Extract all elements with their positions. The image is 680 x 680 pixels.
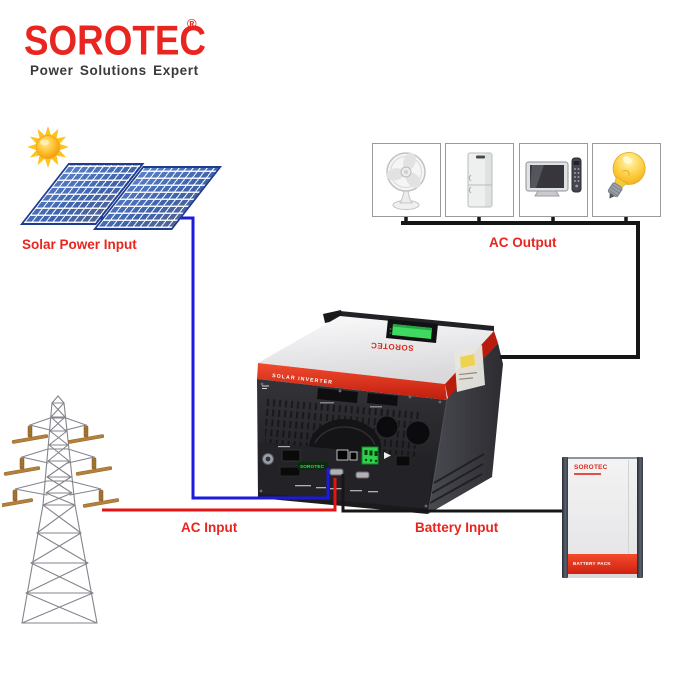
appliance-box-light-bulb	[592, 143, 661, 217]
inverter-top-brand: SOROTEC	[370, 341, 414, 353]
brand-tagline: Power Solutions Expert	[30, 63, 199, 78]
label-solar-power-input: Solar Power Input	[22, 237, 137, 252]
usb-port	[349, 451, 358, 461]
appliance-box-refrigerator	[445, 143, 514, 217]
battery-band-label: BATTERY PACK	[573, 561, 611, 566]
screws	[259, 382, 442, 508]
wire-ac-input	[102, 478, 337, 512]
brand-logo: SOROTEC ® Power Solutions Expert	[24, 14, 244, 84]
registered-mark: ®	[187, 16, 197, 31]
inverter-unit: SOROTEC SOLAR INVERTER SOROTEC	[257, 310, 503, 515]
label-ac-input: AC Input	[181, 520, 238, 535]
wire-battery	[341, 474, 563, 513]
battery-rail-left	[562, 457, 568, 578]
battery-brand-underline	[574, 473, 601, 475]
sun-icon	[27, 126, 69, 168]
rj45-port	[336, 449, 349, 461]
battery-rail-right	[637, 457, 643, 578]
wire-solar-dc	[88, 216, 330, 500]
battery-brand: SOROTEC	[574, 464, 608, 471]
inverter-red-band	[257, 363, 447, 400]
light-bulb-icon	[607, 152, 645, 199]
appliance-box-fan	[372, 143, 441, 217]
battery-seam	[628, 460, 629, 573]
fan-icon	[385, 152, 426, 210]
battery-unit: SOROTEC BATTERY PACK	[562, 457, 643, 578]
refrigerator-icon	[467, 152, 492, 208]
brand-logo-text: SOROTEC	[24, 18, 206, 64]
transmission-tower-icon	[2, 395, 120, 624]
insulator-bars	[2, 434, 120, 508]
label-battery-input: Battery Input	[415, 520, 499, 535]
label-ac-output: AC Output	[489, 235, 557, 250]
appliance-box-tv	[519, 143, 588, 217]
battery-top-cap	[565, 457, 640, 459]
battery-bottom	[568, 574, 637, 578]
tv-icon	[525, 157, 581, 197]
inverter-sticker-text: SOROTEC	[300, 464, 325, 469]
inverter-green-sticker	[298, 462, 328, 470]
wire-ac-output-stubs	[404, 215, 628, 223]
battery-red-band: BATTERY PACK	[568, 554, 637, 574]
wire-ac-output	[401, 221, 640, 359]
inverter-side-face	[428, 343, 503, 514]
